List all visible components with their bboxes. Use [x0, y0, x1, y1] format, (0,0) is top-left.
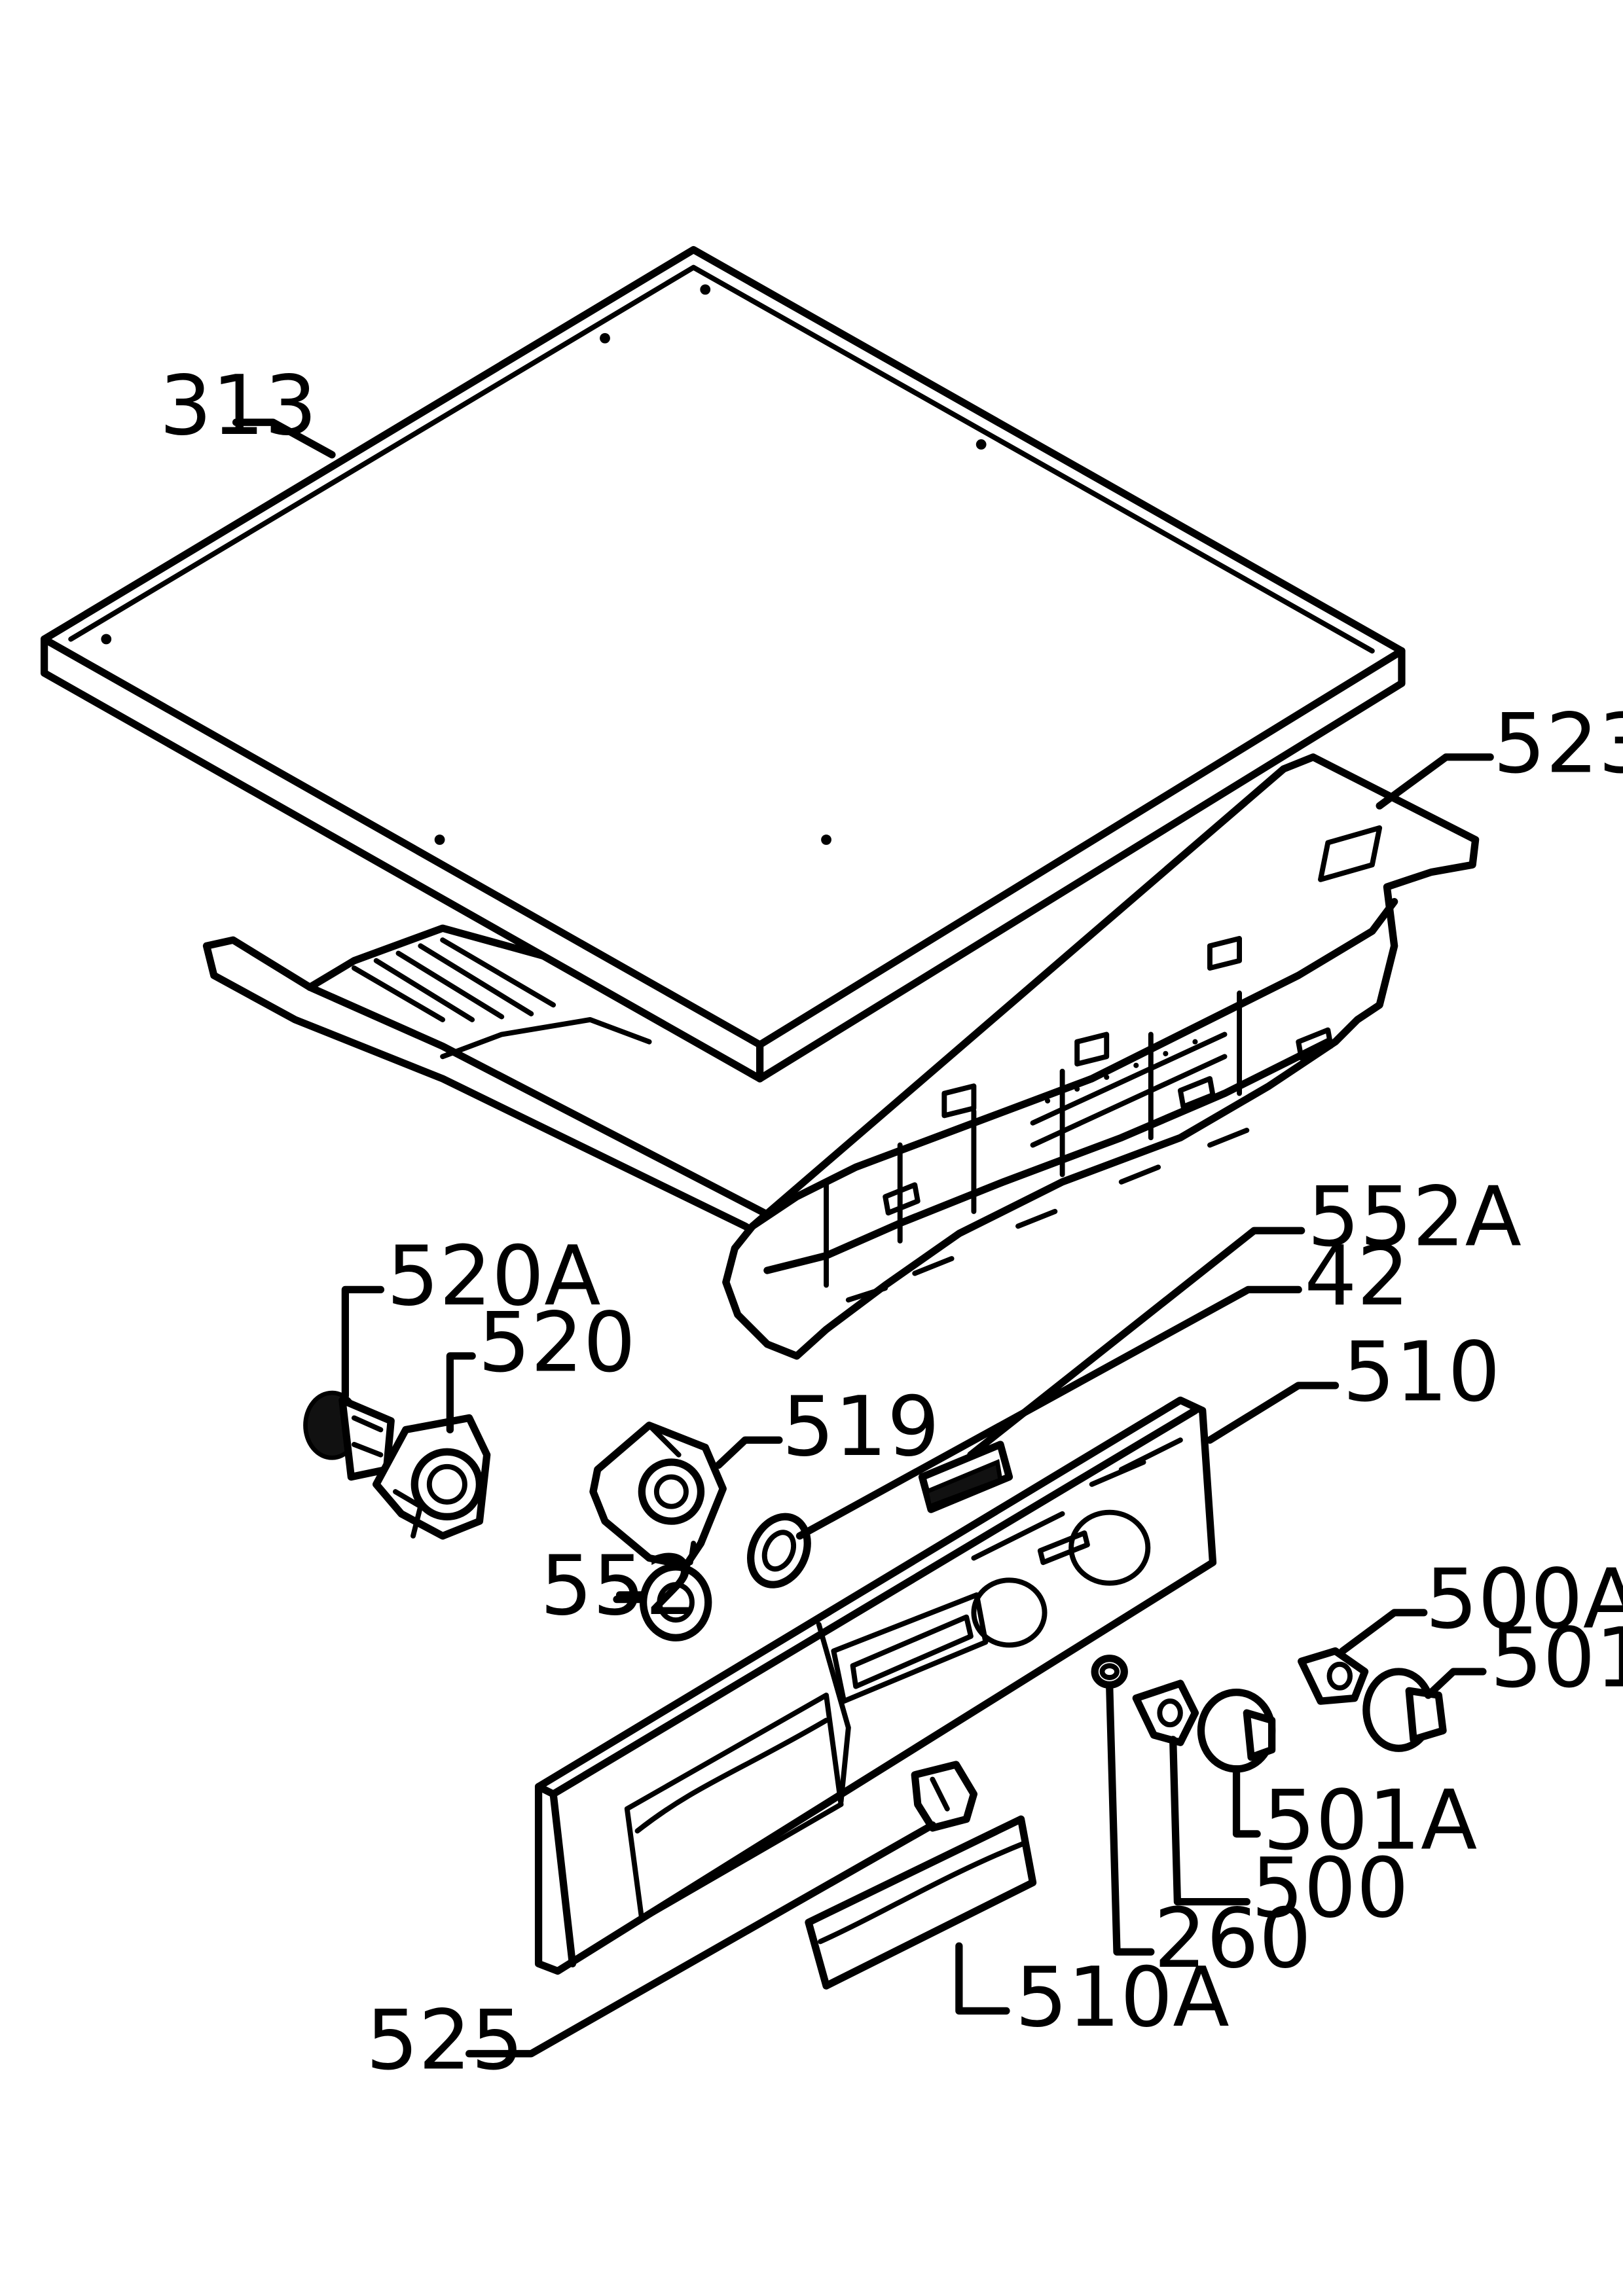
part-510-control-panel [534, 1396, 1217, 1975]
leader-lines [232, 418, 1494, 2058]
part-501A-knob [1197, 1688, 1276, 1773]
part-523-frame [202, 753, 1480, 1360]
label-500A: 500A [1425, 1551, 1623, 1647]
leader-525 [465, 1821, 936, 2058]
leader-42 [795, 1285, 1302, 1540]
label-552: 552 [540, 1537, 698, 1634]
part-labels: 313 523 552A 42 520A 520 510 519 552 500… [159, 357, 1623, 2088]
leader-520A [341, 1285, 385, 1400]
label-510A: 510A [1015, 1949, 1230, 2045]
leader-523 [1376, 753, 1494, 810]
label-260: 260 [1154, 1890, 1311, 1986]
part-500-knob-shaft [1132, 1679, 1199, 1746]
part-42-bushing [746, 1513, 811, 1588]
label-500: 500 [1251, 1840, 1409, 1936]
leader-500 [1169, 1736, 1250, 1906]
leader-520 [446, 1352, 476, 1434]
leader-519 [714, 1436, 783, 1469]
label-525: 525 [366, 1992, 524, 2088]
part-519-switch-housing [589, 1422, 727, 1570]
part-313-top-lid [40, 245, 1406, 1083]
part-500A-knob-shaft [1298, 1647, 1369, 1705]
leader-510A [955, 1942, 1010, 2015]
leader-501 [1424, 1668, 1487, 1699]
part-525-connector [911, 1761, 978, 1832]
label-552A: 552A [1307, 1169, 1522, 1265]
leader-260 [1106, 1682, 1155, 1956]
part-501-knob [1362, 1668, 1447, 1752]
label-501: 501 [1490, 1610, 1623, 1706]
label-523: 523 [1493, 695, 1623, 791]
label-520A: 520A [386, 1228, 600, 1324]
part-510A-panel-cover [805, 1815, 1037, 1990]
label-42: 42 [1304, 1228, 1410, 1324]
label-313: 313 [159, 357, 317, 454]
leader-500A [1339, 1609, 1428, 1655]
leader-510 [1206, 1382, 1340, 1444]
part-520A-selector [303, 1390, 395, 1481]
leader-501A [1232, 1765, 1261, 1838]
leader-552A [967, 1227, 1305, 1459]
part-520-selector-housing [373, 1414, 491, 1540]
label-520: 520 [478, 1294, 636, 1390]
leader-313 [232, 418, 336, 459]
label-510: 510 [1343, 1323, 1501, 1420]
part-260-spring [1091, 1655, 1128, 1689]
label-501A: 501A [1263, 1772, 1477, 1868]
label-519: 519 [782, 1378, 939, 1475]
